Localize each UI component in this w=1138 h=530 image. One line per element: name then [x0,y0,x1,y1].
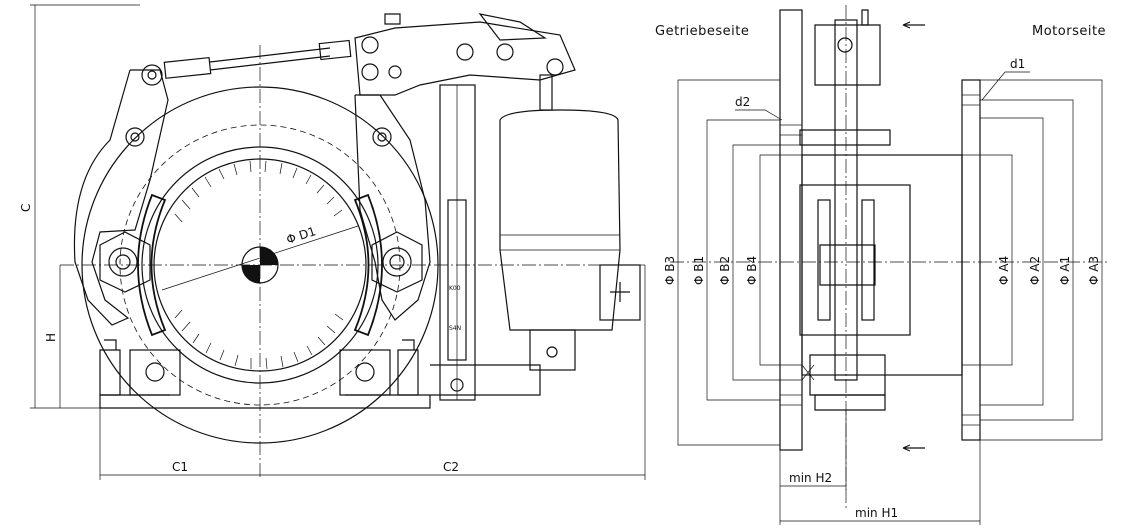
spindle-top-pin-head [861,9,869,26]
rod-clevis [318,39,352,61]
right-arm-mid-pivot [372,127,392,147]
lever-bolt-2 [361,63,379,81]
thruster-body [499,109,621,331]
left-arm-top-pivot [141,64,163,86]
motor-flange-hole-top [961,94,981,106]
drum-hatching [174,160,344,370]
min-h2-label: min H2 [789,471,832,485]
lever-bolt-5 [496,43,514,61]
front-view: Φ D1 K00 [19,4,646,480]
d1-label: Φ D1 [285,224,318,247]
gearbox-side-label: Getriebeseite [655,24,749,39]
dia-b4-label: Φ B4 [745,256,759,285]
coupling-hub [801,154,963,376]
dia-a4-label: Φ A4 [997,256,1011,285]
left-shoe-pivot [108,247,138,277]
d1-leader [161,225,359,291]
thruster-rod [539,74,553,111]
dia-b3-label: Φ B3 [663,256,677,285]
base-right [430,364,541,396]
gearbox-flange [779,9,803,451]
dia-a3-bracket [980,79,1103,441]
side-view: Getriebeseite Motorseite Φ B3 Φ B [655,5,1110,525]
d2-bore-label: d2 [735,95,750,109]
min-h1-label: min H1 [855,506,898,520]
left-foot-bolt [145,362,165,382]
left-arm-top-pivot-inner [147,70,157,80]
dia-a4-bracket [962,154,1013,366]
spring-tube [439,84,476,401]
right-brake-shoe [353,193,383,337]
dia-a2-bracket [980,117,1044,406]
dim-c1-label: C1 [172,460,188,474]
right-arm-mid-pivot-inner [377,132,387,142]
brake-disc-section [799,184,911,336]
hub-cross [819,244,876,286]
dia-b1-label: Φ B1 [692,256,706,285]
dia-a1-bracket [980,99,1074,421]
d2-leader [735,109,783,121]
lever-top-detail [384,13,547,41]
disc-web-right [861,199,875,321]
left-brake-shoe [137,193,167,337]
scale-lower-label: S4N [449,325,461,332]
scale-upper-label: K00 [449,285,461,292]
dia-b2-bracket [732,144,802,381]
section-arrow-top [902,21,925,29]
gearbox-flange-hole-top [779,124,803,136]
dia-b4-bracket [759,154,802,366]
terminal-box [599,264,641,321]
spindle-mid-bolts [799,129,891,146]
lever-bolt-1 [361,36,379,54]
dim-c2-label: C2 [443,460,459,474]
right-shoe-pivot-inner [389,254,405,270]
thruster-base [529,329,576,371]
left-adjust-screw [99,339,121,396]
dia-b3-bracket [677,79,780,446]
motor-flange [961,79,981,441]
left-arm-mid-pivot-inner [130,132,140,142]
top-lever [354,21,576,96]
dim-h-label: H [44,333,58,342]
left-arm-mid-pivot [125,127,145,147]
lever-bolt-6 [546,58,564,76]
spindle-top-pin [837,37,853,53]
section-arrow-bottom [902,444,925,452]
spindle-top-clevis [814,24,881,86]
motor-side-label: Motorseite [1032,24,1106,39]
right-foot [339,349,391,396]
base-frame [99,394,431,409]
lever-bolt-3 [388,65,402,79]
left-shoe-pivot-inner [115,254,131,270]
left-brake-arm [73,69,169,326]
spindle-bottom-x [801,364,815,381]
motor-flange-hole-bottom [961,414,981,426]
dia-a1-label: Φ A1 [1058,256,1072,285]
left-foot [129,349,181,396]
push-rod [209,47,331,71]
rod-spring [163,56,212,79]
spring-tube-bottom-bolt [450,378,464,392]
terminal-box-symbol [610,282,630,302]
dia-a3-label: Φ A3 [1087,256,1101,285]
thruster-base-bolt [546,346,558,358]
right-shoe-pivot [382,247,412,277]
dia-b1-bracket [706,119,780,401]
dim-c-label: C [19,204,33,212]
right-adjust-screw [397,339,419,396]
disc-web-left [817,199,831,321]
gearbox-flange-hole-bottom [779,394,803,406]
spindle-bottom-foot [814,394,886,411]
scale-window [447,199,467,361]
d1-leader [981,71,1030,101]
dia-a2-label: Φ A2 [1028,256,1042,285]
right-foot-bolt [355,362,375,382]
right-brake-arm [354,94,431,321]
d1-bore-label: d1 [1010,57,1025,71]
dia-b2-label: Φ B2 [718,256,732,285]
lever-bolt-4 [456,43,474,61]
left-shoe-pivot-frame [99,231,151,293]
right-shoe-pivot-frame [371,231,423,293]
